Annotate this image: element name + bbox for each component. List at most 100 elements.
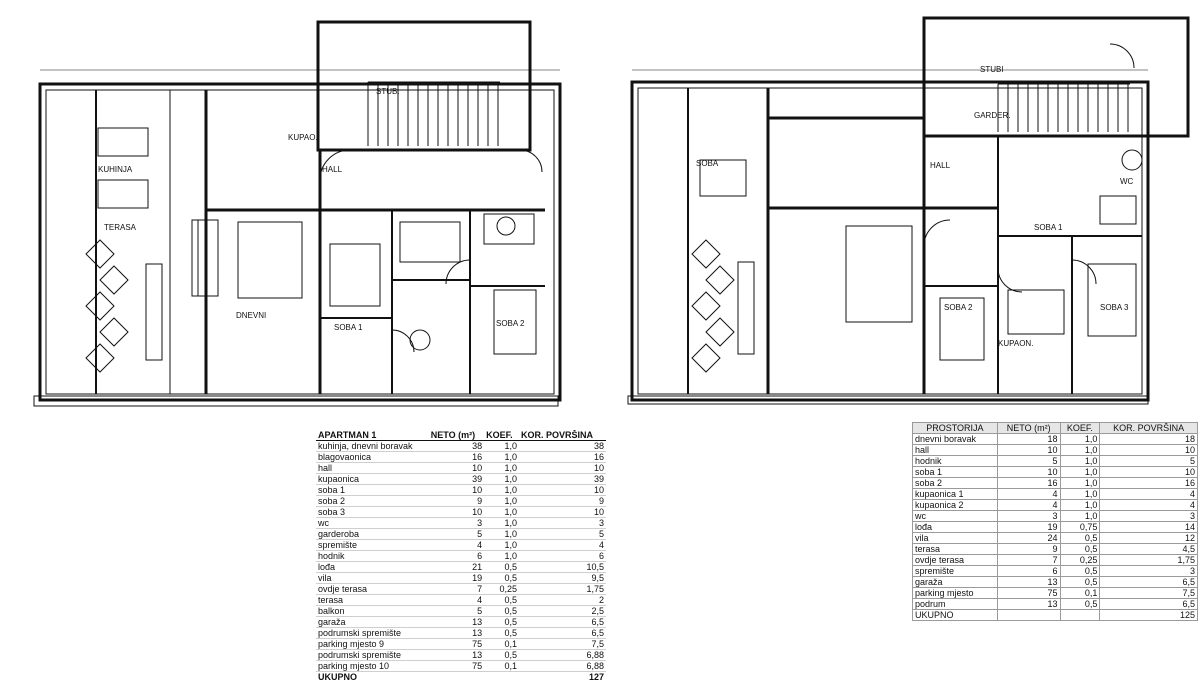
table-cell: 6,5 xyxy=(1100,599,1198,610)
table-cell: 6 xyxy=(519,551,606,562)
table-cell: hall xyxy=(913,445,998,456)
table-cell: 9 xyxy=(429,496,484,507)
room-label: KUPAON. xyxy=(998,339,1033,348)
table-cell: 0,5 xyxy=(1060,533,1100,544)
table-cell: 0,5 xyxy=(1060,577,1100,588)
table-cell: 18 xyxy=(997,434,1060,445)
table-cell: 19 xyxy=(429,573,484,584)
table-cell: 1,0 xyxy=(1060,445,1100,456)
table-cell: 16 xyxy=(1100,478,1198,489)
room-label: KUPAO. xyxy=(288,133,318,142)
table-cell: 1,0 xyxy=(484,551,519,562)
table-header-cell: NETO (m²) xyxy=(997,423,1060,434)
table-cell: 14 xyxy=(1100,522,1198,533)
table-cell: 12 xyxy=(1100,533,1198,544)
table-cell: 3 xyxy=(1100,511,1198,522)
table-cell: 4 xyxy=(519,540,606,551)
table-cell: 7,5 xyxy=(1100,588,1198,599)
table-cell: 5 xyxy=(519,529,606,540)
table-cell: 1,0 xyxy=(484,485,519,496)
right-floor-plan xyxy=(628,18,1188,404)
table-cell: 10 xyxy=(519,463,606,474)
table-cell: dnevni boravak xyxy=(913,434,998,445)
table-cell: 10 xyxy=(1100,445,1198,456)
table-cell: 0,5 xyxy=(484,595,519,606)
table-cell: 6,5 xyxy=(519,628,606,639)
table-cell: podrum xyxy=(913,599,998,610)
table-cell: ovdje terasa xyxy=(913,555,998,566)
table-cell: 10 xyxy=(519,485,606,496)
table-cell: 38 xyxy=(429,441,484,452)
table-cell: 7 xyxy=(429,584,484,595)
table-cell: 1,0 xyxy=(484,496,519,507)
table-cell: balkon xyxy=(316,606,429,617)
table-cell: 13 xyxy=(997,577,1060,588)
table-cell: 1,0 xyxy=(484,452,519,463)
table-cell: 4 xyxy=(1100,500,1198,511)
table-cell: 3 xyxy=(519,518,606,529)
table-cell: 0,1 xyxy=(484,661,519,672)
table-cell: 6,5 xyxy=(519,617,606,628)
table-cell: soba 1 xyxy=(316,485,429,496)
table-cell: parking mjesto 10 xyxy=(316,661,429,672)
table-cell: lođa xyxy=(316,562,429,573)
table-cell: soba 3 xyxy=(316,507,429,518)
table-cell: 13 xyxy=(997,599,1060,610)
table-cell: terasa xyxy=(913,544,998,555)
table-cell: 1,0 xyxy=(1060,500,1100,511)
left-outer-wall xyxy=(40,84,560,400)
table-cell: 10 xyxy=(519,507,606,518)
table-cell: 1,75 xyxy=(519,584,606,595)
table-header-row: APARTMAN 1 NETO (m²) KOEF. KOR. POVRŠINA xyxy=(316,430,606,441)
table-cell: 24 xyxy=(997,533,1060,544)
table-cell: spremište xyxy=(913,566,998,577)
table-cell: 4 xyxy=(997,500,1060,511)
table-cell: 1,0 xyxy=(484,441,519,452)
table-cell: 1,0 xyxy=(484,529,519,540)
room-label: SOBA xyxy=(696,159,719,168)
table-cell: garderoba xyxy=(316,529,429,540)
table-cell: 4 xyxy=(429,595,484,606)
table-cell: 13 xyxy=(429,650,484,661)
table-header-cell: KOEF. xyxy=(484,430,519,441)
table-cell: 16 xyxy=(429,452,484,463)
table-cell: 3 xyxy=(429,518,484,529)
table-header-cell: KOEF. xyxy=(1060,423,1100,434)
table-header-row: PROSTORIJA NETO (m²) KOEF. KOR. POVRŠINA xyxy=(913,423,1198,434)
table-cell: 7 xyxy=(997,555,1060,566)
table-cell: 5 xyxy=(997,456,1060,467)
table-cell: soba 2 xyxy=(316,496,429,507)
table-cell: parking mjesto xyxy=(913,588,998,599)
table-cell: 1,0 xyxy=(484,474,519,485)
table-cell: podrumski spremište xyxy=(316,650,429,661)
table-cell: 1,0 xyxy=(1060,434,1100,445)
table-cell: 0,5 xyxy=(484,628,519,639)
table-cell: 10 xyxy=(429,485,484,496)
table-cell: 13 xyxy=(429,617,484,628)
left-floor-plan xyxy=(34,22,560,406)
table-cell: kupaonica 1 xyxy=(913,489,998,500)
table-cell: 16 xyxy=(997,478,1060,489)
table-cell: 0,5 xyxy=(1060,544,1100,555)
table-cell: podrumski spremište xyxy=(316,628,429,639)
